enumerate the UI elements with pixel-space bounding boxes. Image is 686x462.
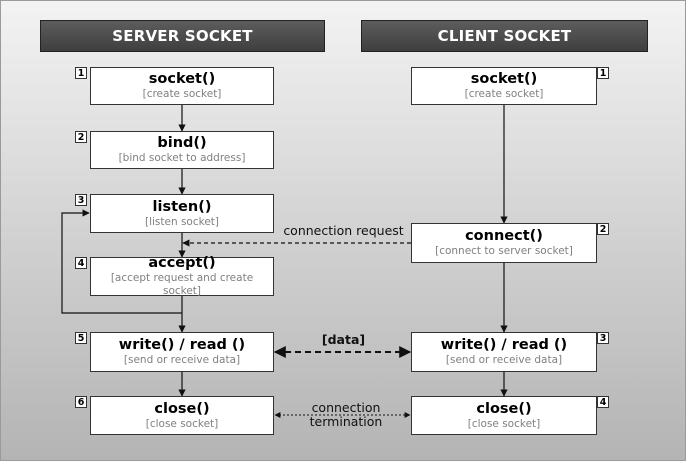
server-close-desc: [close socket] <box>145 417 219 430</box>
client-step-2-badge: 2 <box>597 223 609 235</box>
server-bind-fn: bind() <box>157 135 207 151</box>
client-step-3-badge: 3 <box>597 332 609 344</box>
client-write-read-fn: write() / read () <box>440 337 568 353</box>
client-socket-box: socket() [create socket] <box>411 67 597 105</box>
client-write-read-desc: [send or receive data] <box>445 354 563 366</box>
termination-label: connection termination <box>291 401 401 429</box>
loop-back-to-listen <box>61 209 182 314</box>
server-step-6-badge: 6 <box>75 396 87 408</box>
client-close-box: close() [close socket] <box>411 396 597 435</box>
server-socket-box: socket() [create socket] <box>90 67 274 105</box>
server-socket-fn: socket() <box>148 71 216 87</box>
server-close-box: close() [close socket] <box>90 396 274 435</box>
connection-request-label: connection request <box>283 223 404 238</box>
client-close-fn: close() <box>476 400 532 417</box>
server-step-4-badge: 4 <box>75 257 87 269</box>
server-write-read-fn: write() / read () <box>118 337 246 353</box>
server-write-read-desc: [send or receive data] <box>123 354 241 366</box>
server-step-5-badge: 5 <box>75 332 87 344</box>
server-step-1-badge: 1 <box>75 67 87 79</box>
server-socket-header: SERVER SOCKET <box>40 20 325 52</box>
client-step-4-badge: 4 <box>597 396 609 408</box>
server-listen-fn: listen() <box>152 198 212 215</box>
server-accept-fn: accept() <box>148 255 216 271</box>
client-connect-box: connect() [connect to server socket] <box>411 223 597 263</box>
client-socket-header: CLIENT SOCKET <box>361 20 648 52</box>
server-listen-box: listen() [listen socket] <box>90 194 274 233</box>
server-listen-desc: [listen socket] <box>144 215 220 228</box>
termination-label-line1: connection <box>311 400 381 415</box>
client-connect-fn: connect() <box>465 228 543 244</box>
client-step-1-badge: 1 <box>597 67 609 79</box>
server-bind-box: bind() [bind socket to address] <box>90 131 274 169</box>
server-bind-desc: [bind socket to address] <box>118 152 246 164</box>
server-write-read-box: write() / read () [send or receive data] <box>90 332 274 372</box>
server-accept-box: accept() [accept request and create sock… <box>90 255 274 297</box>
client-close-desc: [close socket] <box>467 417 541 430</box>
server-close-fn: close() <box>154 400 210 417</box>
server-step-3-badge: 3 <box>75 194 87 206</box>
server-accept-desc: [accept request and create socket] <box>110 272 254 297</box>
server-socket-desc: [create socket] <box>142 88 222 100</box>
client-socket-desc: [create socket] <box>464 88 544 100</box>
server-step-2-badge: 2 <box>75 131 87 143</box>
client-write-read-box: write() / read () [send or receive data] <box>411 332 597 372</box>
client-socket-fn: socket() <box>470 71 538 87</box>
data-label: [data] <box>321 332 366 347</box>
client-connect-desc: [connect to server socket] <box>435 245 573 257</box>
termination-label-line2: termination <box>309 414 383 429</box>
